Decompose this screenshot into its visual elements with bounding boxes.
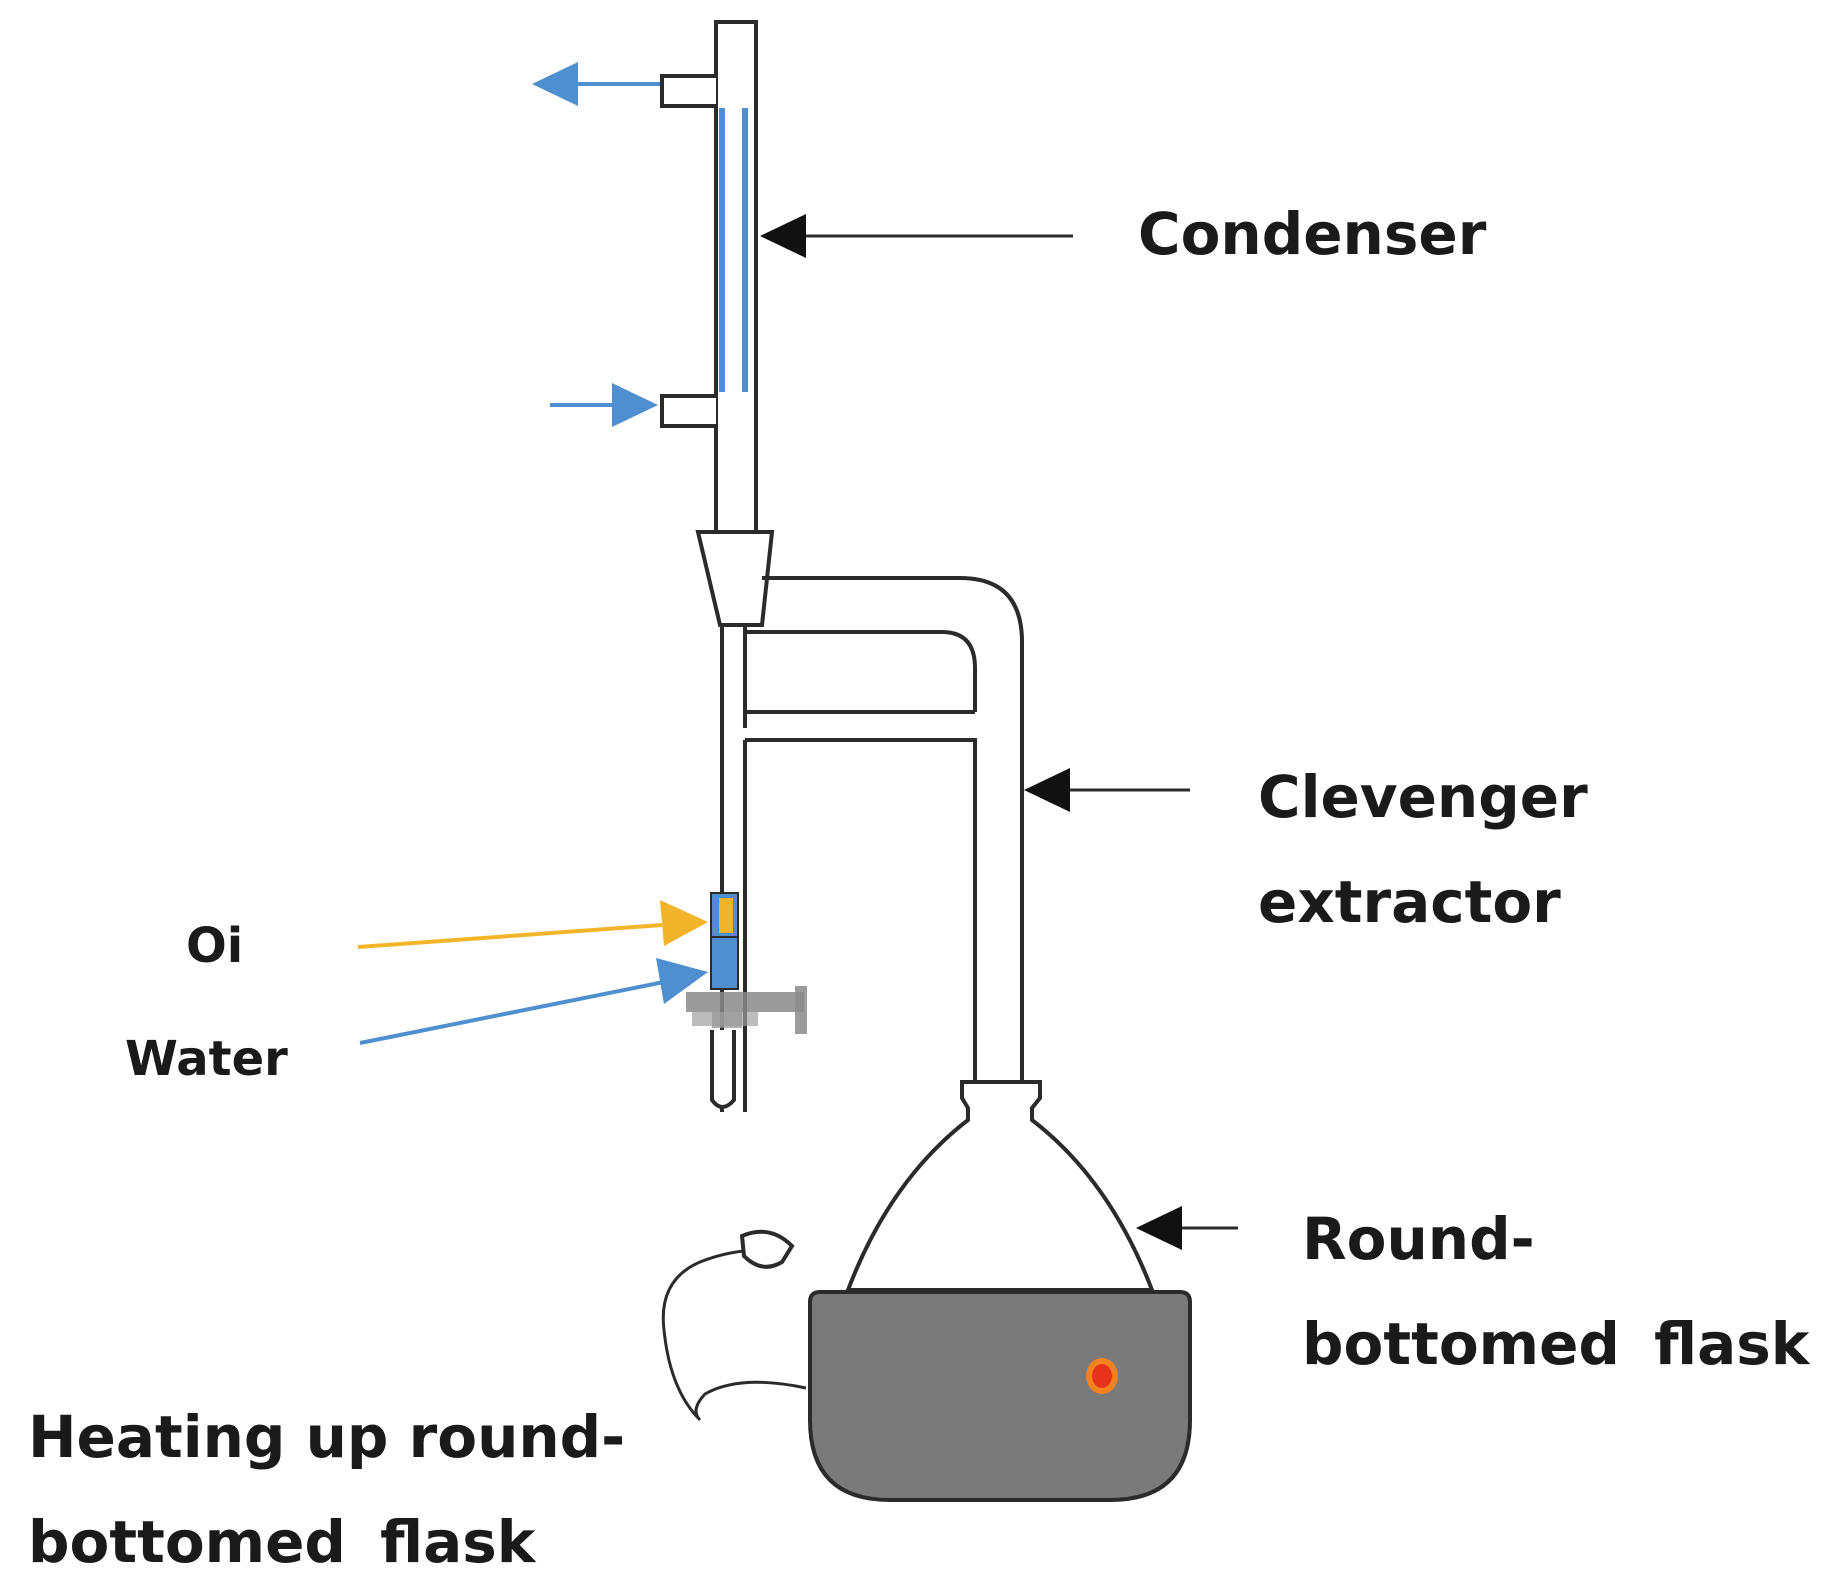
flask-pointer-arrow [1136,1206,1238,1250]
condenser-pointer-arrow [760,214,1073,258]
heating-mantle [808,1290,1192,1502]
water-layer [710,936,739,990]
drain-tip [710,1030,736,1109]
round-bottomed-flask-label: Round- [1302,1205,1535,1273]
heating-label: Heating up round- [28,1403,626,1471]
oil-pointer-arrow [357,900,708,949]
condenser [660,20,758,534]
round-bottomed-flask [845,1080,1155,1292]
condenser-inlet-arm [660,394,716,428]
ground-glass-joint [695,530,775,627]
round-bottomed-flask-label-line2: bottomed flask [1302,1310,1810,1378]
water-label: Water [125,1031,288,1087]
clevenger-extractor-label: Clevenger [1258,763,1588,831]
water-out-arrow [532,62,660,106]
stopcock [686,986,807,1034]
oil-layer [719,898,733,933]
water-pointer-arrow [359,958,708,1045]
indicator-light-core [1092,1364,1112,1388]
heating-label-line2: bottomed flask [28,1508,536,1576]
clevenger-extractor-label-line2: extractor [1258,868,1561,936]
power-plug [739,1229,795,1269]
water-in-arrow [550,383,658,427]
power-cord [661,1248,807,1422]
condenser-outlet-arm [660,74,716,108]
oil-label: Oi [186,918,244,974]
clevenger-pointer-arrow [1024,768,1190,812]
condenser-label: Condenser [1138,200,1487,268]
clevenger-extractor [720,576,1024,1112]
